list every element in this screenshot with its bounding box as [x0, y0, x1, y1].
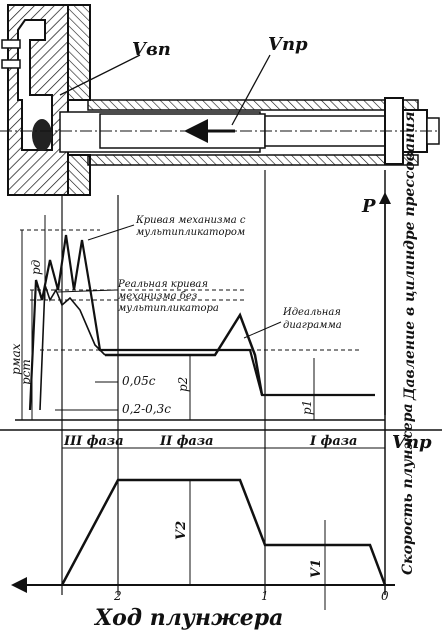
metal-charge	[32, 119, 52, 151]
shot-sleeve-top	[87, 99, 419, 111]
velocity-chart: V2 V1 Скорость плунжера 2 1 0 Ход плунже…	[11, 403, 416, 631]
machine-section: Vвп Vпр	[0, 4, 440, 196]
label-pst: pст	[19, 359, 33, 385]
leader-vpr	[231, 54, 271, 126]
label-phase2: II фаза	[159, 434, 214, 449]
die-cavity	[17, 19, 53, 151]
label-curve-multiplier-2: мультипликатором	[136, 227, 245, 238]
x-axis-label: Ход плунжера	[93, 605, 283, 631]
ejector-pin-2	[1, 59, 21, 69]
label-t1: 0,05с	[122, 374, 156, 388]
velocity-curve	[60, 478, 387, 586]
leader-ideal	[243, 321, 282, 339]
pressure-chart: P Давление в цилиндре прессования Кривая…	[9, 111, 418, 421]
label-p2: p2	[176, 377, 190, 392]
tick-0: 0	[381, 589, 389, 603]
label-pd: pд	[29, 259, 43, 275]
label-t2: 0,2-0,3с	[122, 402, 171, 416]
tick-1: 1	[261, 589, 269, 603]
label-ideal-2: диаграмма	[283, 320, 342, 331]
curve-multiplier	[28, 234, 375, 411]
label-real-curve-3: мультипликатора	[118, 303, 219, 314]
velocity-axis-label: Скорость плунжера	[400, 403, 416, 575]
label-v1: V1	[309, 559, 324, 578]
label-p1: p1	[300, 400, 314, 415]
tick-2: 2	[113, 589, 122, 603]
phase-labels: III фаза II фаза I фаза Vпр	[0, 429, 442, 453]
shot-sleeve-bottom	[87, 154, 419, 166]
curve-real	[39, 284, 106, 411]
leader-real	[57, 289, 117, 293]
label-v-pr: Vпр	[268, 34, 308, 55]
label-pmax: pмах	[9, 343, 23, 375]
ejector-pin	[1, 39, 21, 49]
leader-multiplier	[87, 224, 135, 241]
label-phase3: III фаза	[63, 434, 124, 449]
pressure-axis-label: Давление в цилиндре прессования	[402, 111, 418, 401]
curve-ideal	[105, 312, 264, 396]
label-real-curve-2: механизма без	[118, 291, 197, 302]
label-v-pr-bottom: Vпр	[392, 432, 432, 453]
die-insert-bottom	[67, 154, 91, 196]
die-insert-top	[67, 4, 91, 101]
label-phase1: I фаза	[309, 434, 357, 449]
leader-vvp	[59, 54, 141, 96]
label-real-curve-1: Реальная кривая	[117, 279, 208, 290]
label-ideal-1: Идеальная	[282, 307, 341, 318]
label-curve-multiplier-1: Кривая механизма с	[135, 215, 246, 226]
label-p: P	[361, 196, 376, 217]
label-v2: V2	[174, 521, 189, 540]
label-v-vp: Vвп	[132, 39, 171, 60]
